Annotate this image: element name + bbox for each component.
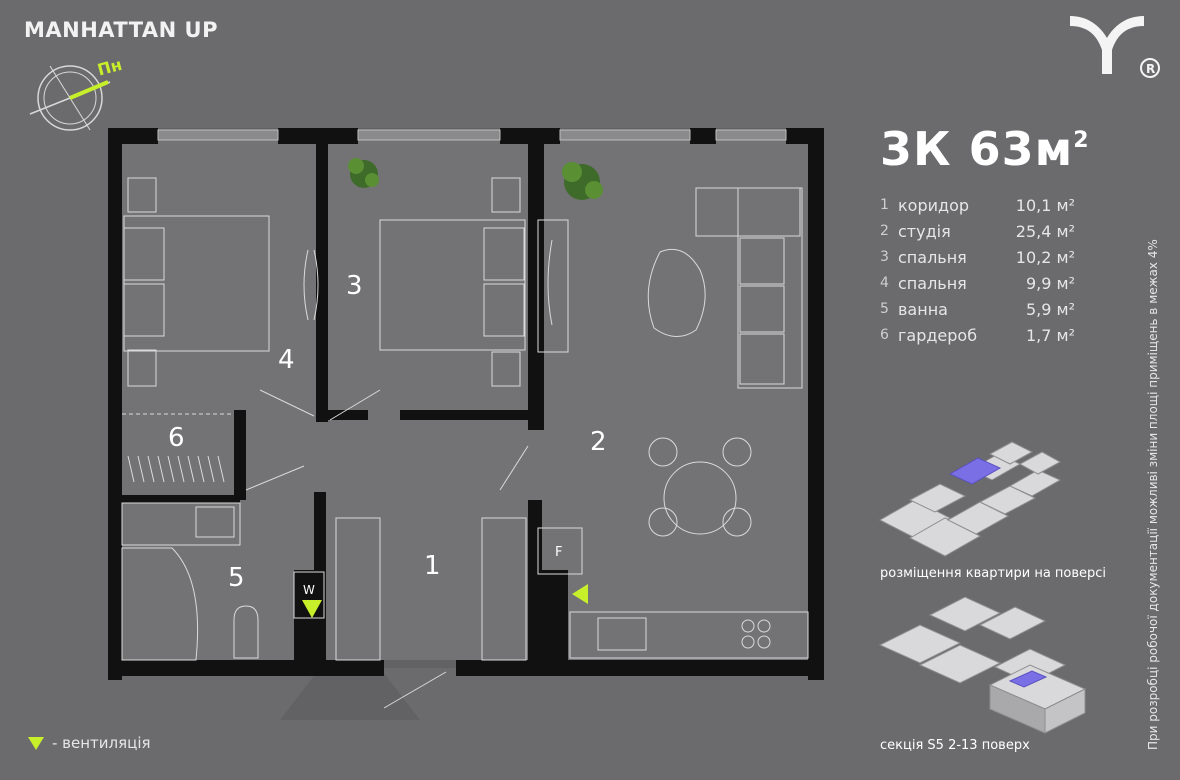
room-label-5: 5 (228, 563, 245, 593)
title-main: 3К 63м (880, 122, 1074, 176)
room-label-2: 2 (590, 427, 607, 457)
room-name: студія (898, 221, 951, 241)
walls (108, 128, 824, 680)
washer-label: W (303, 583, 315, 597)
apartment-title: 3К 63м2 (880, 122, 1090, 176)
room-list: 1 коридор 10,1 м² 2 студія 25,4 м² 3 спальня 1… (880, 192, 1075, 348)
room-name: спальня (898, 247, 967, 267)
compass-label: Пн (95, 58, 124, 80)
room-area: 5,9 м² (1025, 299, 1075, 319)
room-area: 25,4 м² (1015, 221, 1075, 241)
room-num: 5 (880, 301, 889, 317)
vent-legend: - вентиляція (28, 734, 151, 752)
room-num: 2 (880, 223, 889, 239)
disclaimer-note: При розробці робочої документації можлив… (1146, 239, 1160, 750)
logo-icon: R (1070, 16, 1160, 78)
brand-title: MANHATTAN UP (24, 18, 219, 42)
floor-placement-map (878, 441, 1062, 557)
room-area: 10,1 м² (1015, 195, 1075, 215)
floor-plan: 3 4 6 2 1 5 W F (108, 128, 824, 720)
room-label-4: 4 (278, 345, 295, 375)
room-name: спальня (898, 273, 967, 293)
list-item: 5 ванна 5,9 м² (880, 296, 1075, 322)
room-num: 6 (880, 327, 889, 343)
room-area: 1,7 м² (1025, 325, 1075, 345)
floor-area (120, 140, 808, 660)
room-num: 3 (880, 249, 889, 265)
compass-icon: Пн (29, 58, 124, 131)
room-area: 10,2 м² (1015, 247, 1075, 267)
room-label-1: 1 (424, 551, 441, 581)
room-num: 4 (880, 275, 889, 291)
vent-marker-icon (28, 736, 44, 750)
section-map (878, 596, 1087, 734)
room-name: ванна (898, 299, 948, 319)
list-item: 4 спальня 9,9 м² (880, 270, 1075, 296)
fridge-label: F (555, 545, 562, 560)
section-caption: секція S5 2-13 поверх (880, 738, 1030, 753)
room-name: гардероб (898, 325, 978, 345)
room-label-6: 6 (168, 423, 185, 453)
list-item: 2 студія 25,4 м² (880, 218, 1075, 244)
floor-caption: розміщення квартири на поверсі (880, 566, 1107, 581)
list-item: 3 спальня 10,2 м² (880, 244, 1075, 270)
title-sup: 2 (1073, 128, 1090, 153)
room-label-3: 3 (346, 271, 363, 301)
svg-text:R: R (1146, 62, 1155, 76)
vent-legend-label: - вентиляція (52, 734, 151, 752)
list-item: 6 гардероб 1,7 м² (880, 322, 1075, 348)
vent-marker-icon (302, 600, 322, 618)
room-num: 1 (880, 197, 889, 213)
room-name: коридор (898, 195, 970, 215)
plant-icon (348, 158, 603, 200)
list-item: 1 коридор 10,1 м² (880, 192, 1075, 218)
room-area: 9,9 м² (1025, 273, 1075, 293)
vent-marker-icon (572, 584, 588, 604)
